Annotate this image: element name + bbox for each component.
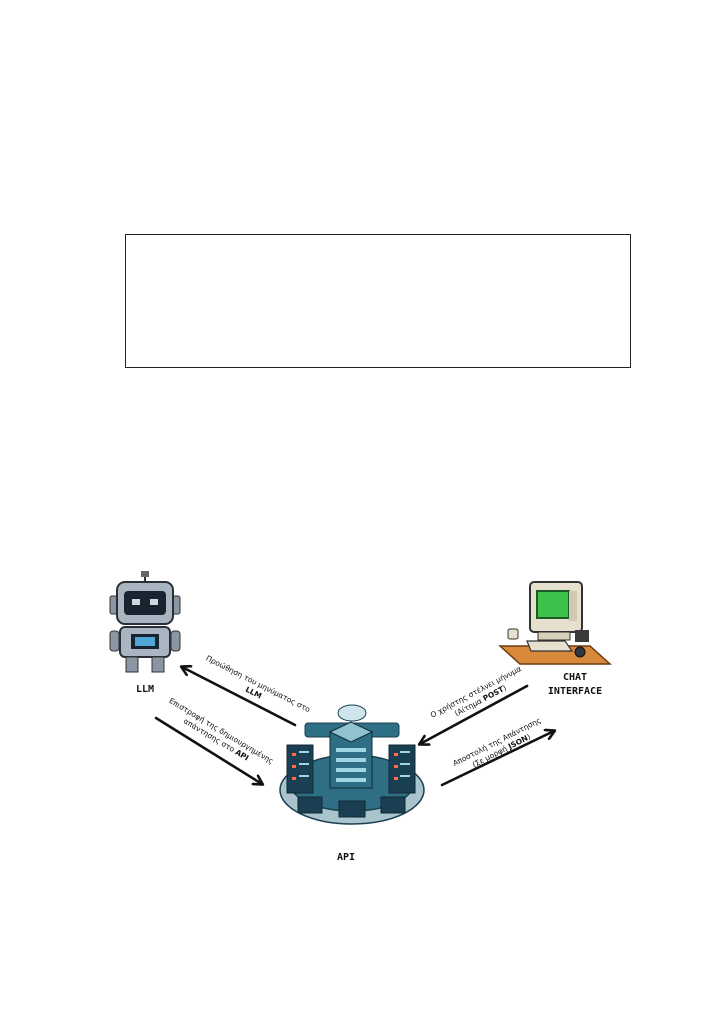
api-label: API: [337, 852, 355, 863]
retro-computer-icon: [498, 581, 612, 665]
llm-label: LLM: [136, 684, 154, 695]
label-send-response: Αποστολή της Απάντησης (Σε μορφή JSON): [451, 716, 542, 770]
arrow-api-to-chat: [440, 731, 554, 787]
arrow-chat-to-api: [420, 684, 529, 744]
label-forward-to-llm: Προώθηση του μηνύματος στο LLM: [204, 653, 312, 714]
arrow-llm-to-api: [154, 716, 262, 784]
svg-text:Ο χρήστης στέλνει μήνυμα: Ο χρήστης στέλνει μήνυμα: [429, 664, 523, 720]
robot-icon: [109, 571, 181, 673]
server-cluster-icon: [279, 704, 425, 825]
label-return-to-api: Επιστροφή της δημιουργημένης απάντησης σ…: [167, 696, 275, 766]
chat-label-line1: CHAT: [563, 672, 587, 683]
arrow-api-to-llm: [182, 667, 297, 727]
chat-label-line2: INTERFACE: [548, 686, 602, 697]
label-user-sends: Ο χρήστης στέλνει μήνυμα (Αίτημα POST): [429, 664, 523, 720]
empty-text-box: [125, 234, 631, 368]
